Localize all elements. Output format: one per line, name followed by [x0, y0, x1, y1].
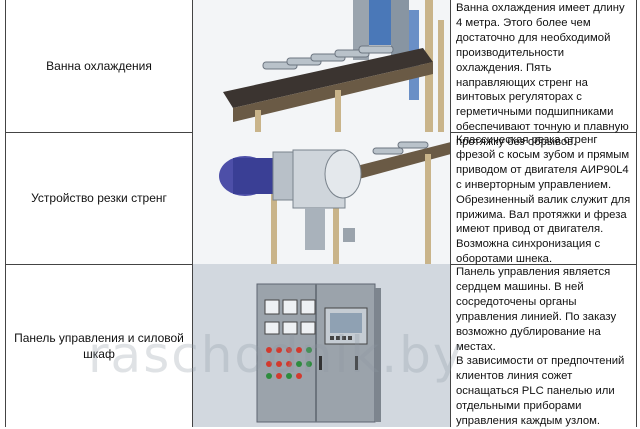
row-description: Ванна охлаждения имеет длину 4 метра. Эт…: [456, 2, 629, 149]
table-row: Устройство резки стренг: [5, 132, 637, 265]
row-description-cell: Классическая резка стренг фрезой с косым…: [451, 132, 637, 266]
strand-cutter-image: [193, 132, 451, 264]
cooling-bath-image: [193, 0, 451, 132]
table-row: Панель управления и силовой шкаф: [5, 264, 637, 427]
row-name-cell: Панель управления и силовой шкаф: [5, 264, 193, 427]
row-description-cell: Панель управления является сердцем машин…: [451, 264, 637, 427]
control-panel-image: [193, 264, 451, 427]
row-name-cell: Ванна охлаждения: [5, 0, 193, 132]
equipment-table: Ванна охлаждения: [5, 0, 637, 427]
row-name: Устройство резки стренг: [31, 191, 167, 205]
table-row: Ванна охлаждения: [5, 0, 637, 148]
row-description-paragraph: Панель управления является сердцем машин…: [456, 266, 617, 353]
row-description: Классическая резка стренг фрезой с косым…: [456, 134, 631, 266]
row-name-cell: Устройство резки стренг: [5, 132, 193, 264]
row-description-paragraph: В зависимости от предпочтений клиентов л…: [456, 355, 625, 428]
row-name: Панель управления и силовой шкаф: [14, 330, 184, 361]
row-description-cell: Ванна охлаждения имеет длину 4 метра. Эт…: [451, 0, 637, 148]
row-name: Ванна охлаждения: [46, 59, 152, 73]
